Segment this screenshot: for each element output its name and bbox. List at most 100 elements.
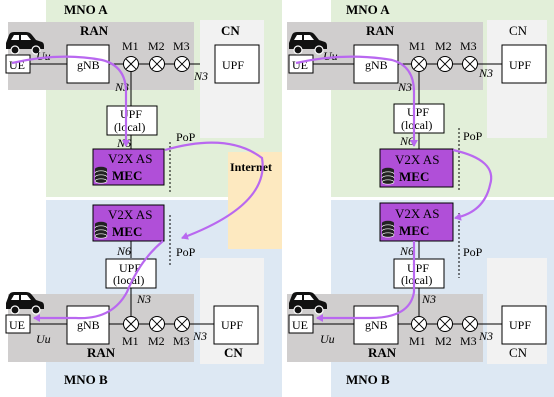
left-upf-cn-bottom-label: UPF xyxy=(221,318,243,332)
left-internet-region xyxy=(228,152,282,249)
right-v2x-top-label-1: V2X AS xyxy=(395,152,439,167)
right-cn-bottom-label: CN xyxy=(509,345,528,360)
right-cn-top-label: CN xyxy=(509,23,528,38)
right-uu-top-label: Uu xyxy=(323,49,338,63)
left-upf-local-top-label-2: (local) xyxy=(114,120,145,134)
left-upf-cn-bottom-box xyxy=(213,305,259,345)
right-m2-top-label: M2 xyxy=(435,39,452,53)
right-upf-cn-top-box xyxy=(501,44,547,84)
right-server-bottom-icon xyxy=(381,220,395,238)
right-upf-cn-bottom-box xyxy=(501,305,547,345)
left-data-path-internet xyxy=(164,141,264,240)
left-data-path-top xyxy=(11,55,130,147)
right-data-path-top xyxy=(295,55,418,147)
right-m1-top-label: M1 xyxy=(409,39,426,53)
right-n6-top-label: N6 xyxy=(399,134,414,148)
right-n3-local-top-label: N3 xyxy=(397,80,412,94)
left-m3-top-icon xyxy=(174,56,190,72)
left-gnb-top-label: gNB xyxy=(77,58,100,72)
right-m1-bottom-icon xyxy=(411,316,427,332)
right-upf-local-top-label-2: (local) xyxy=(401,118,432,132)
left-m3-bottom-label: M3 xyxy=(173,334,190,348)
right-m2-bottom-label: M2 xyxy=(435,334,452,348)
left-m1-bottom-label: M1 xyxy=(122,334,139,348)
left-gnb-bottom-label: gNB xyxy=(77,318,100,332)
right-ran-top-label: RAN xyxy=(366,23,395,38)
right-n3-cn-top-label: N3 xyxy=(478,66,493,80)
left-pop-bottom-label: PoP xyxy=(176,245,196,259)
left-m2-bottom-icon xyxy=(149,316,165,332)
left-m2-top-icon xyxy=(149,56,165,72)
left-server-bottom-icon xyxy=(94,221,108,239)
left-uu-top-label: Uu xyxy=(36,49,51,63)
right-gnb-bottom-box xyxy=(353,305,399,345)
left-gnb-bottom-box xyxy=(66,305,110,345)
left-upf-local-top-label-1: UPF xyxy=(120,107,142,121)
right-panel: MNO A MNO B RAN RAN CN CN UE Uu gNB M1 M… xyxy=(287,0,554,397)
right-upf-local-top-box xyxy=(393,103,445,134)
left-ue-bottom-label: UE xyxy=(9,318,25,332)
left-ran-bottom-label: RAN xyxy=(87,345,116,360)
right-m1-top-icon xyxy=(411,56,427,72)
right-uu-bottom-label: Uu xyxy=(320,332,335,346)
left-data-path-bottom xyxy=(33,240,164,322)
right-v2x-bottom-label-2: MEC xyxy=(399,223,429,238)
left-v2x-top-label-2: MEC xyxy=(112,168,142,183)
right-m1-bottom-label: M1 xyxy=(409,334,426,348)
left-pop-top-label: PoP xyxy=(176,130,196,144)
right-v2x-top-label-2: MEC xyxy=(399,169,429,184)
right-upf-local-bottom-label-2: (local) xyxy=(401,273,432,287)
left-cn-top-label: CN xyxy=(221,23,240,38)
right-m3-bottom-label: M3 xyxy=(460,334,477,348)
right-n3-cn-bottom-label: N3 xyxy=(478,329,493,343)
right-mno-a-label: MNO A xyxy=(346,2,390,17)
left-cn-bottom-label: CN xyxy=(224,345,243,360)
left-m1-top-icon xyxy=(123,56,139,72)
left-n6-top-label: N6 xyxy=(116,136,131,150)
right-m3-bottom-icon xyxy=(462,316,478,332)
left-m2-top-label: M2 xyxy=(148,39,165,53)
right-data-path-bottom xyxy=(316,241,416,322)
left-upf-local-top-box xyxy=(106,105,158,136)
right-n3-local-bottom-label: N3 xyxy=(421,292,436,306)
right-upf-local-bottom-box xyxy=(393,258,445,289)
right-v2x-bottom-label-1: V2X AS xyxy=(395,206,439,221)
left-n3-local-bottom-label: N3 xyxy=(136,292,151,306)
left-v2x-bottom-label-2: MEC xyxy=(112,224,142,239)
left-m3-top-label: M3 xyxy=(173,39,190,53)
right-m2-top-icon xyxy=(437,56,453,72)
right-upf-local-top-label-1: UPF xyxy=(407,105,429,119)
left-m3-bottom-icon xyxy=(174,316,190,332)
right-m2-bottom-icon xyxy=(437,316,453,332)
left-mno-b-label: MNO B xyxy=(64,372,108,387)
right-server-top-icon xyxy=(381,167,395,185)
left-internet-label: Internet xyxy=(230,160,272,174)
right-m3-top-label: M3 xyxy=(460,39,477,53)
left-upf-local-bottom-label-2: (local) xyxy=(113,273,144,287)
left-m2-bottom-label: M2 xyxy=(148,334,165,348)
right-n6-bottom-label: N6 xyxy=(399,244,414,258)
right-upf-cn-bottom-label: UPF xyxy=(509,318,531,332)
left-ran-top-label: RAN xyxy=(80,23,109,38)
left-n3-cn-top-label: N3 xyxy=(193,69,208,83)
right-gnb-bottom-label: gNB xyxy=(365,318,388,332)
right-pop-bottom-label: PoP xyxy=(463,245,483,259)
left-n6-bottom-label: N6 xyxy=(116,244,131,258)
left-upf-cn-top-box xyxy=(214,44,260,84)
right-upf-local-bottom-label-1: UPF xyxy=(407,261,429,275)
right-ue-bottom-label: UE xyxy=(292,318,308,332)
left-v2x-bottom-label-1: V2X AS xyxy=(108,207,152,222)
right-gnb-top-label: gNB xyxy=(365,58,388,72)
left-panel: MNO A MNO B RAN RAN CN CN Internet UE Uu… xyxy=(5,0,282,397)
left-m1-top-label: M1 xyxy=(122,39,139,53)
right-ran-bottom-label: RAN xyxy=(368,345,397,360)
right-pop-top-label: PoP xyxy=(463,129,483,143)
right-data-path-pop xyxy=(452,148,493,221)
left-upf-local-bottom-label-1: UPF xyxy=(119,261,141,275)
right-mno-b-label: MNO B xyxy=(346,372,390,387)
left-m1-bottom-icon xyxy=(123,316,139,332)
left-n3-cn-bottom-label: N3 xyxy=(192,329,207,343)
left-upf-cn-top-label: UPF xyxy=(222,58,244,72)
right-m3-top-icon xyxy=(462,56,478,72)
